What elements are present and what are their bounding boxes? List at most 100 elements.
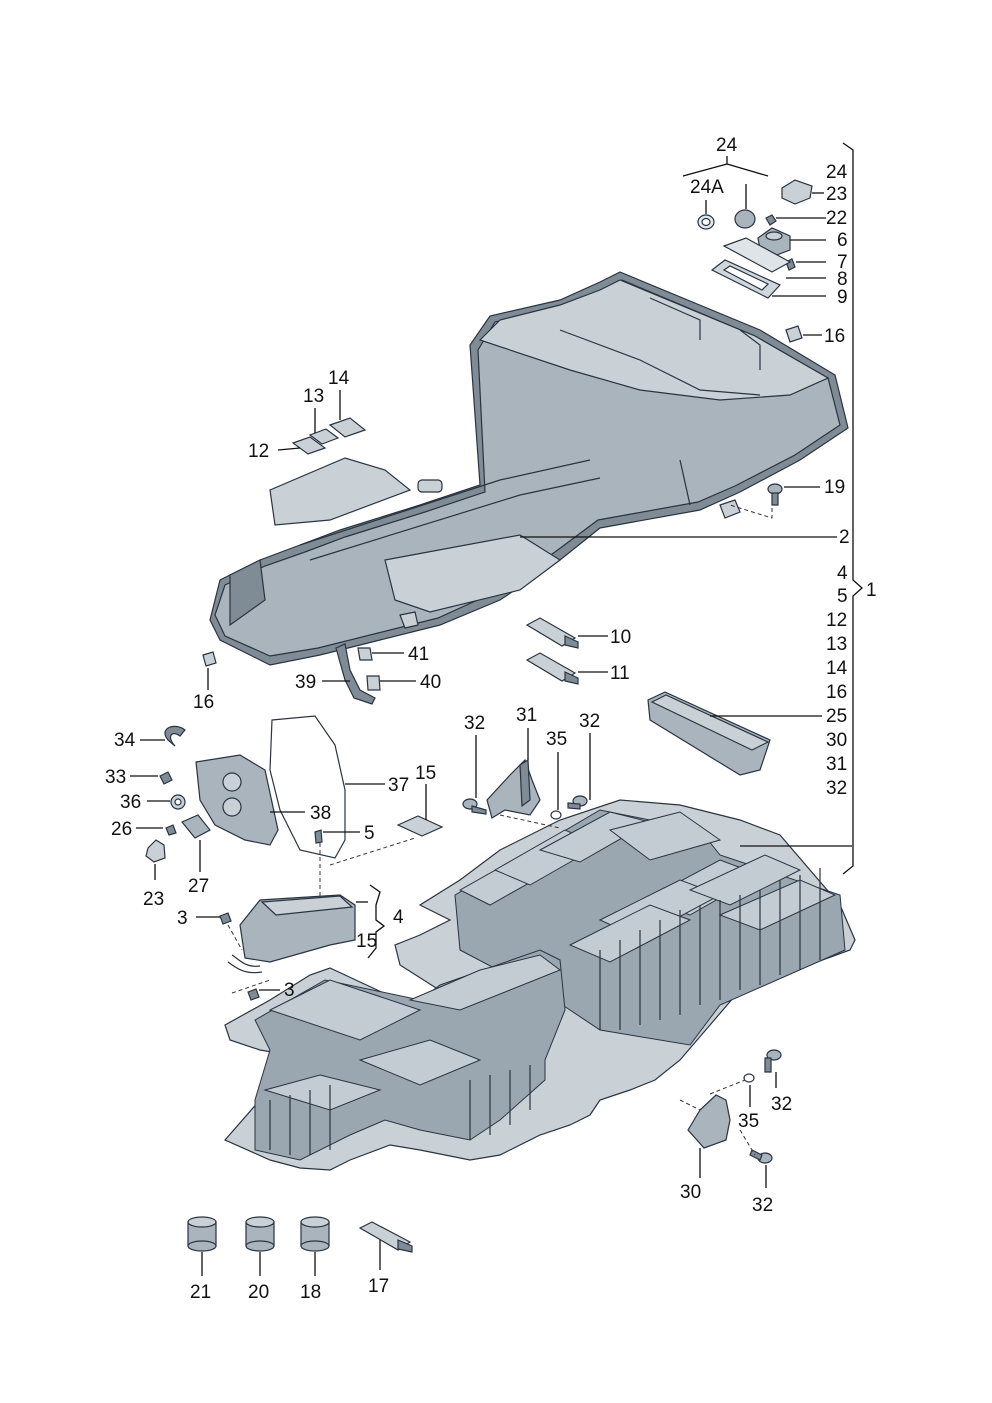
callout-4-brace: 4 xyxy=(393,907,404,928)
callout-35-b: 35 xyxy=(738,1111,759,1132)
sensor-part xyxy=(525,617,579,649)
callout-24-top: 24 xyxy=(716,135,738,156)
bushing-part xyxy=(245,1216,275,1252)
group-list-30: 30 xyxy=(826,730,847,751)
seal-ring-part xyxy=(697,214,715,230)
battery-module-tray xyxy=(224,799,856,1171)
gasket-part xyxy=(269,715,346,859)
screw-part xyxy=(165,824,177,836)
bolt-part xyxy=(567,795,588,810)
bracket-part xyxy=(486,758,541,819)
callout-18: 18 xyxy=(300,1282,321,1303)
callout-30: 30 xyxy=(680,1182,701,1203)
callout-32-b: 32 xyxy=(579,711,600,732)
bushing-part xyxy=(300,1216,330,1252)
callout-40: 40 xyxy=(420,672,441,693)
callout-36: 36 xyxy=(120,792,141,813)
grommet-part xyxy=(170,794,186,810)
callout-22: 22 xyxy=(826,208,847,229)
screw-part xyxy=(765,214,777,226)
callout-41: 41 xyxy=(408,644,429,665)
gasket-part xyxy=(722,237,792,273)
group-list-12: 12 xyxy=(826,610,847,631)
sensor-part xyxy=(525,652,579,685)
group-list-4: 4 xyxy=(837,563,848,584)
callout-35-a: 35 xyxy=(546,729,567,750)
group-list-32: 32 xyxy=(826,778,847,799)
callout-32-d: 32 xyxy=(752,1195,773,1216)
washer-part xyxy=(743,1073,755,1083)
callout-27: 27 xyxy=(188,876,209,897)
callout-17: 17 xyxy=(368,1276,389,1297)
bracket-part xyxy=(335,643,376,705)
pad-part xyxy=(396,815,444,837)
group-list-13: 13 xyxy=(826,634,847,655)
callout-24A: 24A xyxy=(690,177,724,198)
pad-part xyxy=(785,325,803,343)
callout-21: 21 xyxy=(190,1282,211,1303)
callout-12: 12 xyxy=(248,441,269,462)
callout-19: 19 xyxy=(824,477,845,498)
pad-part xyxy=(202,651,217,667)
callout-39: 39 xyxy=(295,672,316,693)
callout-13: 13 xyxy=(303,386,324,407)
plug-part xyxy=(366,675,381,691)
flange-part xyxy=(181,814,211,839)
callout-38: 38 xyxy=(310,803,331,824)
bracket-part xyxy=(687,1094,731,1149)
callout-3-b: 3 xyxy=(284,980,295,1001)
plug-part xyxy=(781,179,813,205)
pad-part xyxy=(291,436,327,455)
clip-part xyxy=(164,725,186,747)
callout-15-a: 15 xyxy=(415,763,436,784)
screw-part xyxy=(247,988,260,1001)
callout-6: 6 xyxy=(837,230,848,251)
leader-lines xyxy=(130,142,863,1276)
callout-9: 9 xyxy=(837,287,848,308)
plug-part xyxy=(357,647,373,661)
callout-3-a: 3 xyxy=(177,908,188,929)
callout-16-left: 16 xyxy=(193,692,214,713)
clamp-part xyxy=(145,839,166,863)
callout-2: 2 xyxy=(839,527,850,548)
group-list-31: 31 xyxy=(826,754,847,775)
bolt-part xyxy=(767,483,783,506)
washer-part xyxy=(550,810,562,820)
callout-15-brace: 15 xyxy=(356,931,377,952)
callout-23-top: 23 xyxy=(826,184,847,205)
callout-26: 26 xyxy=(111,819,132,840)
callout-14: 14 xyxy=(328,368,350,389)
callout-24-right: 24 xyxy=(826,162,848,183)
callout-34: 34 xyxy=(114,730,136,751)
group-list-5: 5 xyxy=(837,586,848,607)
callout-37: 37 xyxy=(388,775,409,796)
sensor-part xyxy=(358,1221,413,1253)
bolt-part xyxy=(749,1149,773,1164)
screw-part xyxy=(159,771,173,785)
callout-7: 7 xyxy=(837,252,848,273)
callout-20: 20 xyxy=(248,1282,269,1303)
junction-box-part xyxy=(227,894,356,974)
callout-32-c: 32 xyxy=(771,1094,792,1115)
callout-31: 31 xyxy=(516,705,537,726)
callout-25-part: 25 xyxy=(826,706,847,727)
bolt-part xyxy=(764,1049,782,1073)
control-unit-part xyxy=(647,691,771,776)
callout-33: 33 xyxy=(105,767,126,788)
callout-10: 10 xyxy=(610,627,631,648)
callout-5: 5 xyxy=(364,823,375,844)
cap-part xyxy=(734,209,756,229)
callout-8: 8 xyxy=(837,269,848,290)
callout-11: 11 xyxy=(610,663,630,684)
screw-part xyxy=(314,829,323,844)
housing-part xyxy=(195,754,279,846)
callout-16-right: 16 xyxy=(824,326,845,347)
callout-labels: 24 24A 24 23 22 6 7 8 9 16 14 13 12 19 2… xyxy=(105,135,877,1303)
battery-top-cover xyxy=(209,271,849,666)
group-label-1: 1 xyxy=(866,580,877,601)
callout-23-left: 23 xyxy=(143,889,164,910)
group-list-16: 16 xyxy=(826,682,847,703)
pad-part xyxy=(308,428,340,445)
